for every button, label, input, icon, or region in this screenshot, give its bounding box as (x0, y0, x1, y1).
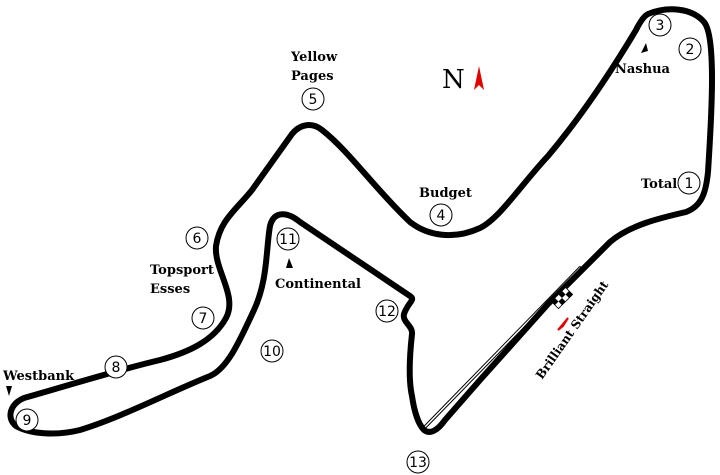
turn-marker-2: 2 (678, 37, 702, 61)
turn-number-12: 12 (378, 304, 396, 320)
turn-number-3: 3 (656, 18, 665, 34)
checkered-flag-icon (550, 286, 574, 310)
corner-label-pages: Pages (291, 69, 334, 84)
turn-number-6: 6 (193, 231, 202, 247)
corner-label-total: Total (641, 177, 677, 192)
westbank-marker-icon (6, 386, 12, 396)
north-indicator: N (442, 65, 484, 95)
corner-label-budget: Budget (419, 186, 472, 201)
turn-marker-10: 10 (260, 339, 284, 363)
turn-number-10: 10 (263, 344, 281, 360)
turn-number-13: 13 (409, 455, 427, 471)
turn-number-5: 5 (309, 92, 318, 108)
direction-arrow-icon (557, 317, 569, 331)
track-outline (7, 6, 715, 437)
turn-marker-4: 4 (429, 203, 453, 227)
turn-marker-7: 7 (191, 306, 215, 330)
turn-marker-11: 11 (276, 227, 300, 251)
turn-marker-6: 6 (185, 226, 209, 250)
corner-label-yellow: Yellow (290, 50, 338, 65)
continental-marker-icon (286, 258, 293, 268)
corner-label-westbank: Westbank (2, 369, 75, 384)
turn-number-1: 1 (685, 176, 694, 192)
nashua-marker-icon (641, 43, 648, 53)
turn-number-9: 9 (23, 413, 32, 429)
turn-marker-8: 8 (104, 355, 128, 379)
turn-number-4: 4 (437, 208, 446, 224)
turn-number-8: 8 (112, 360, 121, 376)
turn-marker-1: 1 (677, 171, 701, 195)
straight-label: Brilliant Straight (533, 278, 612, 382)
turn-marker-13: 13 (406, 450, 430, 474)
north-letter: N (442, 65, 465, 95)
turn-marker-12: 12 (375, 299, 399, 323)
turn-marker-5: 5 (301, 87, 325, 111)
turn-number-7: 7 (199, 311, 208, 327)
turn-number-2: 2 (686, 42, 695, 58)
corner-label-esses: Esses (150, 282, 190, 297)
corner-label-continental: Continental (275, 277, 361, 292)
turn-number-11: 11 (279, 232, 297, 248)
corner-label-nashua: Nashua (615, 62, 671, 77)
north-arrow-icon (474, 66, 484, 90)
turn-marker-3: 3 (648, 13, 672, 37)
corner-label-topsport: Topsport (150, 263, 214, 278)
turn-marker-9: 9 (15, 408, 39, 432)
